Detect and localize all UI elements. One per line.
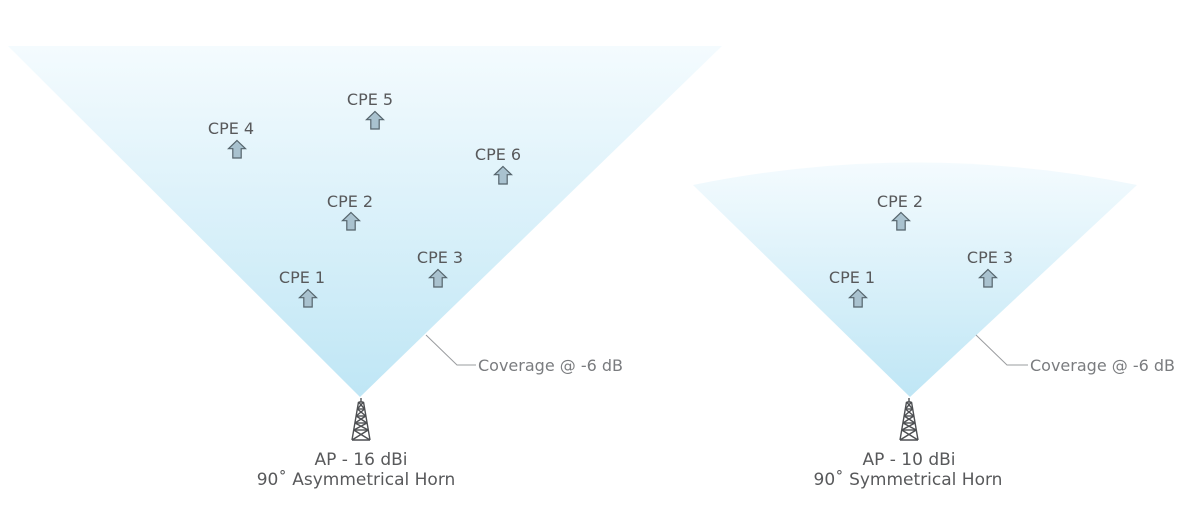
cpe-label: CPE 3 — [967, 248, 1013, 267]
coverage-leader-line — [975, 334, 1028, 366]
cpe-marker: CPE 2 — [327, 192, 373, 231]
ap-gain-label: AP - 10 dBi — [862, 450, 955, 470]
coverage-leader-line — [425, 334, 476, 366]
coverage-label: Coverage @ -6 dB — [1030, 356, 1175, 375]
cpe-marker: CPE 5 — [347, 90, 393, 130]
cpe-label: CPE 5 — [347, 90, 393, 109]
cpe-marker: CPE 1 — [279, 268, 325, 308]
ap-gain-label: AP - 16 dBi — [314, 450, 407, 470]
ap-antenna-label: 90˚ Symmetrical Horn — [814, 469, 1003, 490]
cpe-marker: CPE 4 — [208, 119, 254, 159]
panel-symmetrical: CPE 2 CPE 3 CPE 1 Coverage @ -6 dB AP - … — [693, 162, 1175, 490]
cpe-label: CPE 2 — [877, 192, 923, 211]
panel-asymmetrical: CPE 4 CPE 5 CPE 6 CPE 2 CPE 3 CPE 1 — [8, 46, 722, 490]
coverage-beam-symmetrical — [693, 162, 1137, 397]
cpe-marker: CPE 2 — [877, 192, 923, 231]
cpe-label: CPE 1 — [279, 268, 325, 287]
cpe-marker: CPE 3 — [417, 248, 463, 288]
coverage-label: Coverage @ -6 dB — [478, 356, 623, 375]
cpe-label: CPE 3 — [417, 248, 463, 267]
ap-antenna-label: 90˚ Asymmetrical Horn — [257, 469, 456, 490]
cpe-marker: CPE 6 — [475, 145, 521, 185]
coverage-beam-asymmetrical — [8, 46, 722, 397]
cpe-label: CPE 6 — [475, 145, 521, 164]
cpe-label: CPE 2 — [327, 192, 373, 211]
radio-tower-icon — [351, 397, 371, 441]
cpe-label: CPE 1 — [829, 268, 875, 287]
cpe-marker: CPE 3 — [967, 248, 1013, 288]
cpe-label: CPE 4 — [208, 119, 254, 138]
radio-tower-icon — [899, 397, 919, 441]
cpe-marker: CPE 1 — [829, 268, 875, 308]
